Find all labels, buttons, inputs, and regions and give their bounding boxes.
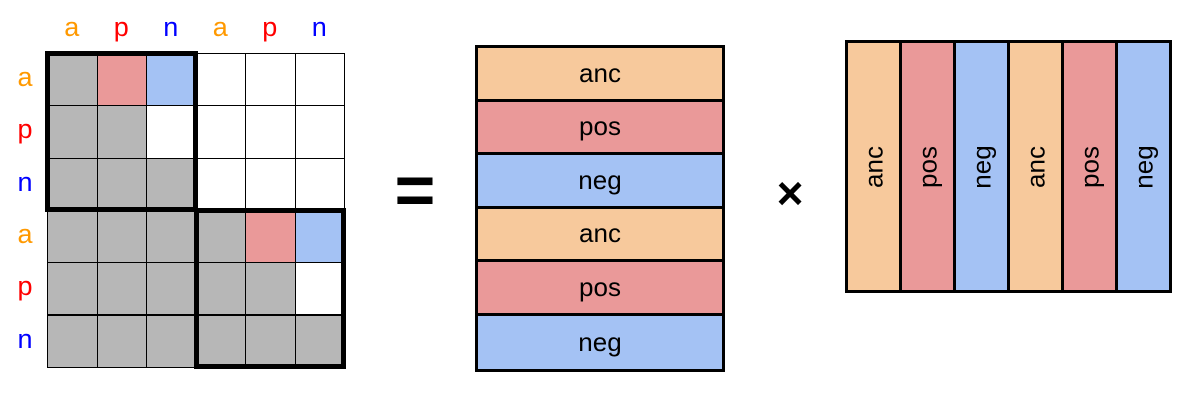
matrix-cell — [96, 314, 147, 368]
column-label: anc — [1020, 145, 1050, 188]
column-label: neg — [966, 144, 996, 189]
column-label: anc — [858, 145, 888, 188]
matrix-cell — [195, 262, 246, 316]
matrix-cell — [96, 157, 147, 211]
matrix-row-label: n — [17, 323, 33, 354]
equals-sign: = — [394, 151, 436, 229]
column-label: pos — [912, 145, 942, 188]
matrix-cell — [245, 262, 296, 316]
matrix-cell — [47, 209, 98, 264]
matrix-cell — [146, 53, 197, 107]
column-label: neg — [1128, 144, 1158, 189]
column-anc: anc — [1010, 43, 1064, 290]
matrix-cell — [146, 209, 197, 264]
column-neg: neg — [956, 43, 1010, 290]
matrix-row-label: p — [17, 114, 33, 145]
matrix-cell — [294, 314, 345, 368]
column-anc: anc — [848, 43, 902, 290]
matrix-cell — [245, 209, 296, 264]
column-pos: pos — [902, 43, 956, 290]
similarity-matrix — [45, 51, 346, 369]
matrix-cell — [146, 105, 197, 159]
matrix-col-label: p — [262, 12, 278, 42]
matrix-cell — [245, 157, 296, 211]
matrix-col-label: n — [311, 12, 327, 42]
matrix-cell — [245, 53, 296, 107]
column-neg: neg — [1118, 43, 1169, 290]
matrix-cell — [195, 53, 246, 107]
matrix-cell — [146, 314, 197, 368]
matrix-cell — [245, 105, 296, 159]
matrix-row-label: p — [17, 271, 33, 302]
matrix-col-label: n — [163, 12, 179, 42]
matrix-cell — [146, 262, 197, 316]
matrix-cell — [47, 262, 98, 316]
matrix-cell — [294, 157, 345, 211]
multiply-sign: × — [776, 167, 804, 219]
matrix-cell — [96, 262, 147, 316]
diagonal-block-outline — [193, 207, 346, 369]
stack-row-pos: pos — [478, 262, 722, 316]
matrix-cell — [294, 53, 345, 107]
matrix-col-label: a — [212, 12, 228, 42]
matrix-cell — [195, 105, 246, 159]
stack-row-neg: neg — [478, 315, 722, 369]
matrix-cell — [96, 53, 147, 107]
matrix-cell — [96, 209, 147, 264]
matrix-cell — [245, 314, 296, 368]
matrix-row-label: a — [17, 62, 33, 93]
matrix-row-label: a — [17, 219, 33, 250]
matrix-cell — [195, 157, 246, 211]
stack-row-neg: neg — [478, 155, 722, 209]
stack-row-anc: anc — [478, 48, 722, 102]
matrix-col-label: p — [113, 12, 129, 42]
diagonal-block-outline — [45, 51, 198, 212]
matrix-row-label: n — [17, 166, 33, 197]
matrix-col-label: a — [64, 12, 80, 42]
column-pos: pos — [1064, 43, 1118, 290]
matrix-cell — [294, 105, 345, 159]
column-label: pos — [1074, 145, 1104, 188]
matrix-cell — [47, 314, 98, 368]
stack-row-pos: pos — [478, 101, 722, 155]
stack-row-anc: anc — [478, 208, 722, 262]
